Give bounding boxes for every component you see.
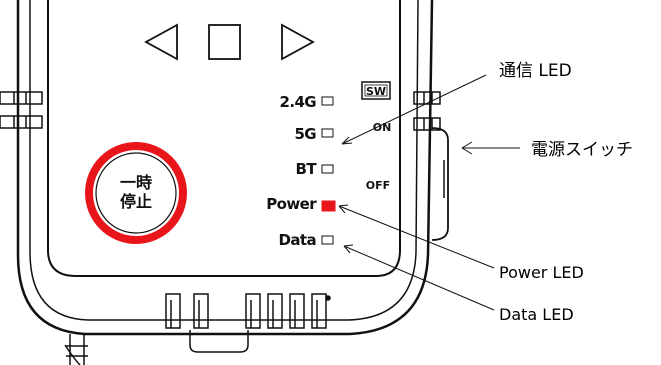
- led-panel: 2.4G 5G BT Power Data: [266, 93, 336, 249]
- triangle-left-icon[interactable]: [144, 23, 178, 61]
- switch-off-label: OFF: [366, 179, 390, 192]
- led-indicator-data: [321, 235, 334, 245]
- pause-button-face: [95, 152, 177, 234]
- pause-button-label-line1: 一時: [120, 173, 152, 192]
- pause-button-ring: [85, 142, 187, 244]
- bottom-connector: [165, 293, 331, 329]
- led-label-2-4g: 2.4G: [280, 93, 317, 111]
- led-indicator-bt: [321, 164, 334, 174]
- nav-icons: [144, 23, 315, 61]
- callout-power-switch: 電源スイッチ: [531, 140, 633, 160]
- led-indicator-power: [321, 200, 336, 212]
- right-side-clips: [413, 91, 441, 131]
- callout-data-led: Data LED: [499, 305, 574, 324]
- led-label-data: Data: [279, 231, 316, 249]
- square-icon[interactable]: [208, 24, 241, 60]
- device-outer-case-inner-edge: [29, 0, 419, 321]
- cable: [64, 330, 249, 365]
- device-outer-case: [16, 0, 434, 336]
- led-label-5g: 5G: [294, 125, 316, 143]
- led-label-power: Power: [266, 195, 317, 213]
- pause-button[interactable]: 一時 停止: [85, 142, 187, 244]
- led-indicator-5g: [321, 128, 334, 138]
- power-switch-slider[interactable]: [431, 127, 449, 241]
- device-face-panel: [47, 0, 401, 277]
- callout-lines: [338, 74, 520, 311]
- switch-on-label: ON: [373, 121, 392, 134]
- triangle-right-icon[interactable]: [281, 23, 315, 61]
- led-label-bt: BT: [296, 160, 318, 178]
- led-indicator-2-4g: [321, 96, 334, 106]
- switch-labels: SW ON OFF: [361, 81, 392, 192]
- left-side-clips: [0, 91, 43, 129]
- sw-label-box: [361, 81, 391, 100]
- callout-power-led: Power LED: [499, 263, 584, 282]
- sw-label: SW: [366, 85, 386, 98]
- pause-button-label-line2: 停止: [120, 192, 152, 211]
- callout-comm-led: 通信 LED: [499, 61, 572, 81]
